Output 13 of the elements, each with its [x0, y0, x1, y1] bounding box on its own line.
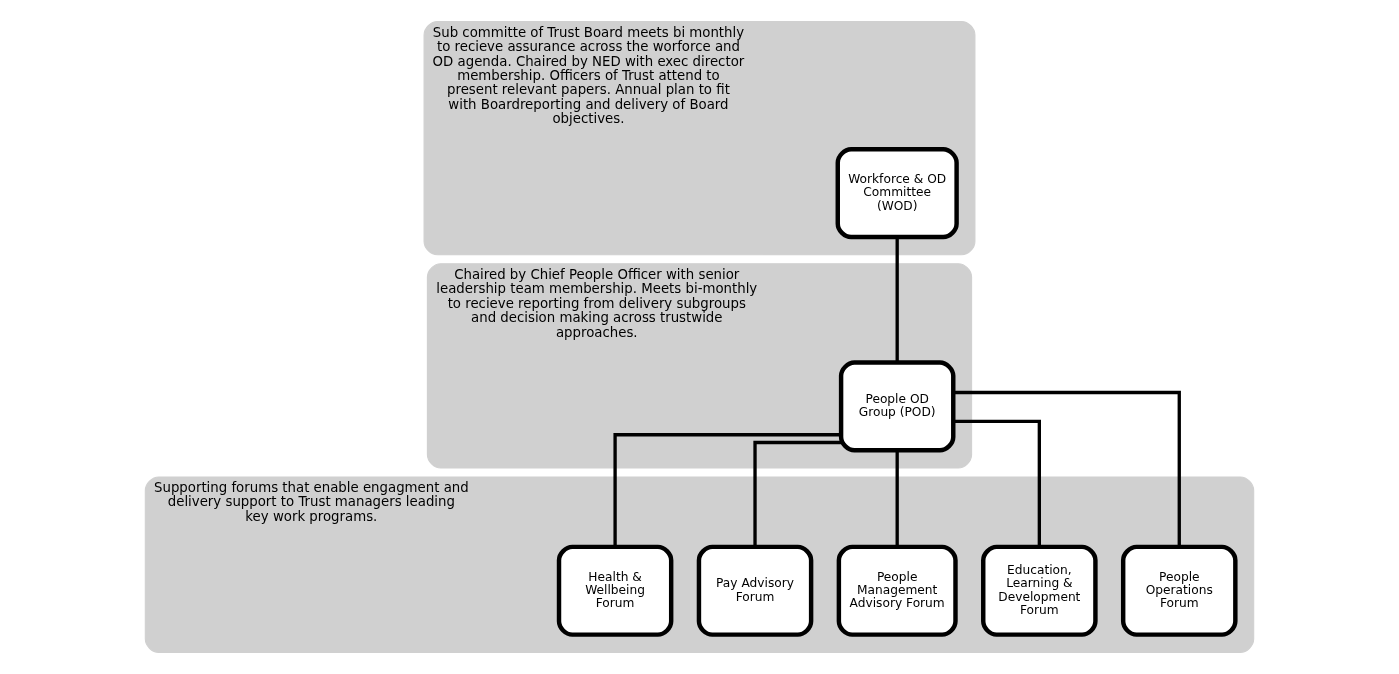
node-box: People Management Advisory Forum [836, 544, 958, 637]
connector [953, 390, 1181, 547]
node-box: Workforce & OD Committee (WOD) [835, 147, 959, 240]
connector [753, 440, 841, 547]
node-box: Education, Learning & Development Forum [981, 544, 1098, 637]
node-box: People Operations Forum [1120, 544, 1238, 637]
node-box: People OD Group (POD) [838, 360, 956, 453]
connector [895, 237, 899, 363]
connector [895, 450, 899, 547]
connector [953, 419, 1041, 547]
node-box: Health & Wellbeing Forum [556, 544, 674, 637]
node-box: Pay Advisory Forum [696, 544, 814, 637]
connector [613, 433, 841, 547]
